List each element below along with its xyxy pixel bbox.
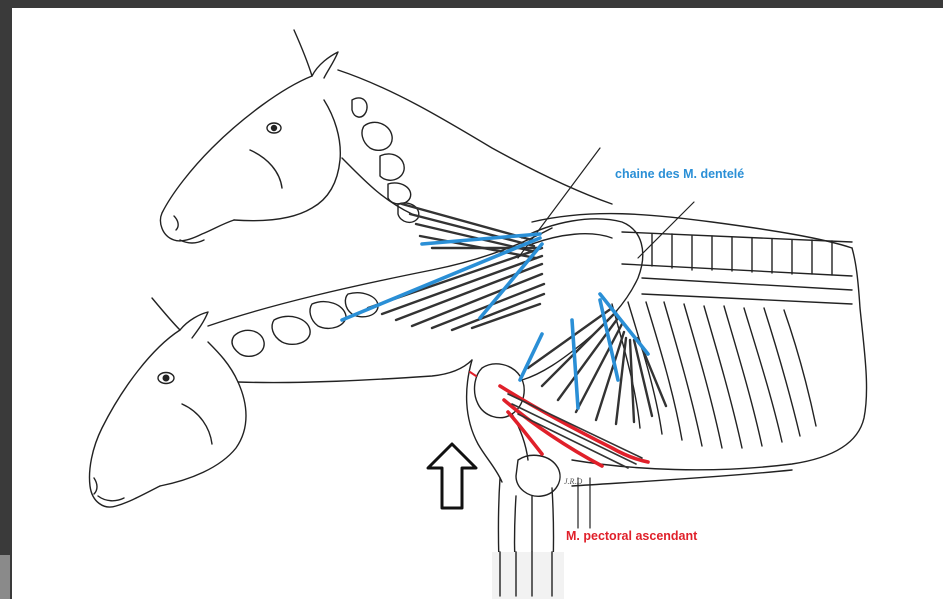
ascending-pectoral-label: M. pectoral ascendant	[566, 529, 697, 543]
signature: J.R.D	[564, 477, 582, 486]
horse-drawing: J.R.D	[12, 8, 943, 599]
up-arrow-icon	[428, 444, 476, 508]
leader-lines	[518, 148, 694, 528]
bottom-edge-strip	[0, 555, 10, 599]
serratus-chain-label: chaine des M. dentelé	[615, 167, 744, 181]
window-top-bar	[0, 0, 943, 8]
upper-horse-outline	[161, 30, 613, 243]
window-left-bar	[0, 8, 12, 599]
anatomy-illustration: J.R.D chaine des M. dentelé M. pectoral …	[12, 8, 943, 599]
